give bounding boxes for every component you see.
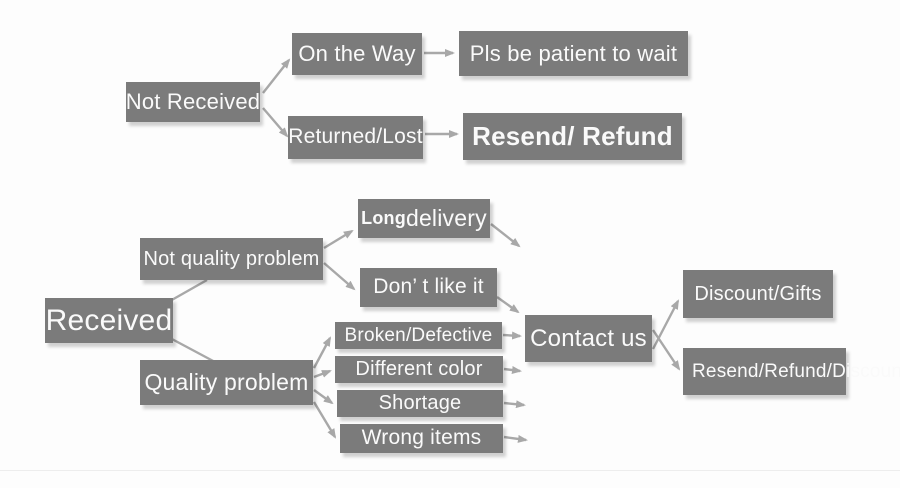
- flow-edge-not-received-to-returned-lost: [262, 107, 289, 138]
- flow-node-label-part: delivery: [405, 205, 487, 232]
- flow-edge-shortage-to-contact-us: [503, 400, 526, 409]
- flow-edge-different-color-to-contact-us: [503, 366, 522, 374]
- flow-node-on-the-way: On the Way: [292, 33, 422, 75]
- flow-edge-received-to-quality-problem: [169, 336, 216, 364]
- flow-edge-quality-problem-to-shortage: [313, 389, 334, 405]
- flow-edge-not-received-to-on-the-way: [262, 58, 291, 94]
- flow-node-different-color: Different color: [335, 356, 503, 383]
- flow-node-label-line: Discount: [832, 360, 900, 382]
- flow-node-dont-like-it: Don’ t like it: [360, 268, 497, 307]
- flow-edge-contact-us-to-discount-gifts: [651, 299, 680, 350]
- flow-node-long-delivery: Long delivery: [358, 199, 490, 238]
- flow-node-discount-gifts: Discount/Gifts: [683, 270, 833, 318]
- flow-node-wrong-items: Wrong items: [340, 424, 503, 453]
- flow-edge-dont-like-it-to-contact-us: [496, 296, 520, 314]
- photo-edge-artifact: [0, 470, 900, 471]
- flow-edge-quality-problem-to-broken-defective: [312, 336, 332, 369]
- flow-node-returned-lost: Returned/Lost: [288, 116, 423, 159]
- flow-node-contact-us: Contact us: [525, 315, 652, 362]
- flow-node-shortage: Shortage: [337, 390, 503, 417]
- flow-edge-wrong-items-to-contact-us: [503, 434, 528, 443]
- flow-node-label-part: Long: [361, 208, 406, 229]
- flow-edge-quality-problem-to-wrong-items: [312, 401, 337, 439]
- flow-edge-long-delivery-to-contact-us: [490, 223, 521, 248]
- flow-node-label-line: Resend/Refund/: [692, 360, 833, 382]
- flow-edge-not-quality-problem-to-long-delivery: [323, 229, 354, 250]
- flow-edge-quality-problem-to-different-color: [313, 369, 332, 379]
- flow-node-received: Received: [45, 298, 173, 343]
- flow-node-broken-defective: Broken/Defective: [335, 322, 502, 349]
- flow-edge-not-quality-problem-to-dont-like-it: [323, 262, 356, 291]
- flow-node-resend-refund: Resend/ Refund: [463, 113, 682, 160]
- flow-node-not-received: Not Received: [126, 82, 260, 122]
- flow-edge-contact-us-to-resend-refund-discount: [652, 329, 681, 371]
- flow-node-pls-be-patient-to-wait: Pls be patient to wait: [459, 31, 688, 76]
- flow-edge-broken-defective-to-contact-us: [502, 331, 522, 340]
- flow-node-quality-problem: Quality problem: [140, 360, 313, 405]
- flow-node-not-quality-problem: Not quality problem: [140, 238, 323, 280]
- flow-node-resend-refund-discount: Resend/Refund/Discount: [683, 348, 900, 395]
- flow-edge-received-to-not-quality-problem: [169, 278, 208, 303]
